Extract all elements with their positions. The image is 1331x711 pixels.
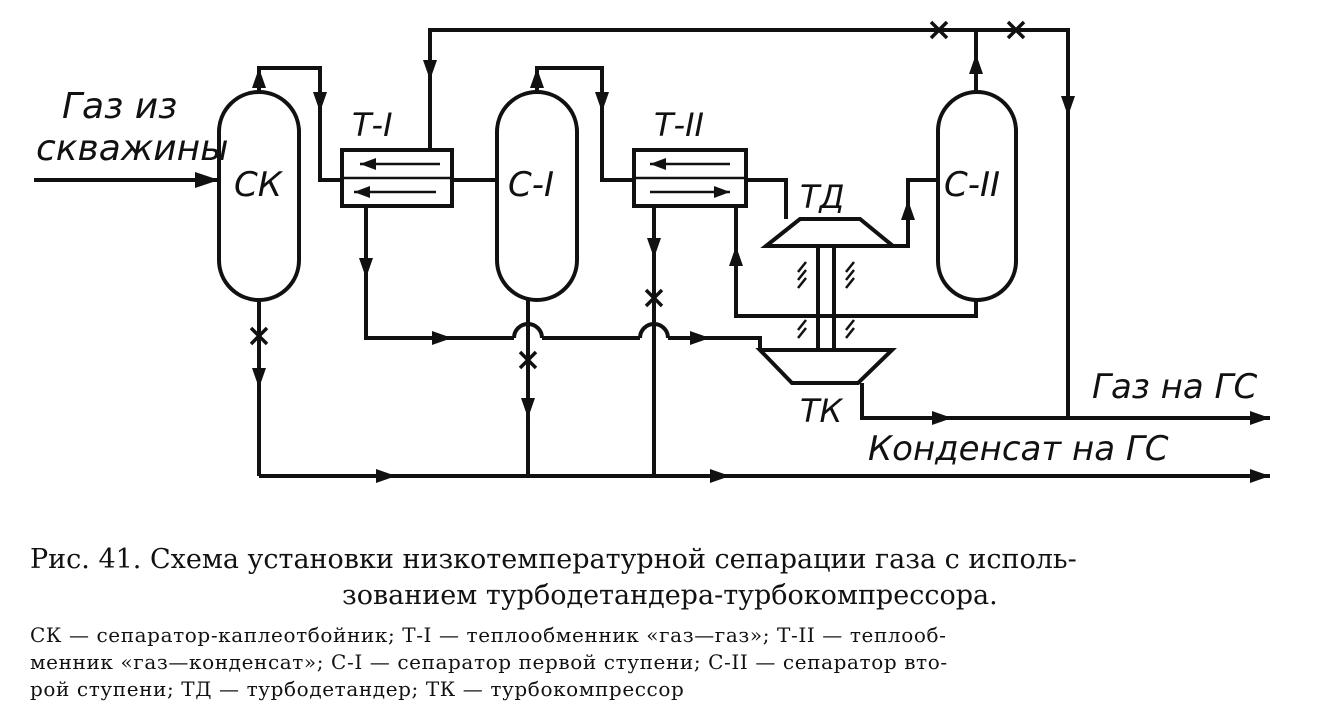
caption-legend-line2: менник «газ—конденсат»; С-I — сепаратор … — [30, 650, 948, 674]
gas-to-gs-line — [860, 383, 1270, 420]
t2-to-td-line — [746, 178, 788, 219]
td-to-c2-line — [893, 178, 938, 248]
figure-caption-title: Рис. 41. Схема установки низкотемператур… — [30, 542, 1300, 614]
label-tk: ТК — [800, 392, 844, 430]
label-gas-from-wells-1: Газ из — [62, 86, 177, 127]
label-gas-to-gs: Газ на ГС — [1092, 367, 1257, 407]
label-c2: С-II — [944, 165, 1000, 205]
t1-condensate-line — [364, 206, 514, 340]
flow-arrows — [195, 54, 1270, 483]
bearing-hatch-marks — [797, 261, 855, 339]
label-c1: С-I — [508, 165, 554, 205]
heat-exchanger-t1 — [340, 148, 454, 208]
label-t2: Т-II — [654, 106, 704, 144]
label-gas-from-wells-2: скважины — [36, 128, 229, 169]
gas-return-line — [428, 28, 1070, 418]
label-td: ТД — [800, 178, 845, 216]
heat-exchanger-t2 — [632, 148, 748, 208]
caption-legend-line3: рой ступени; ТД — турбодетандер; ТК — ту… — [30, 677, 685, 701]
figure-caption-legend: СК — сепаратор-каплеотбойник; Т-I — тепл… — [30, 622, 1300, 703]
turbocompressor-tk — [755, 348, 897, 385]
caption-title-line1: Рис. 41. Схема установки низкотемператур… — [30, 544, 1077, 575]
turboexpander-td — [760, 217, 899, 248]
caption-legend-line1: СК — сепаратор-каплеотбойник; Т-I — тепл… — [30, 623, 947, 647]
caption-title-line2: зованием турбодетандера-турбокомпрессора… — [342, 580, 998, 611]
label-condensate-to-gs: Конденсат на ГС — [868, 429, 1169, 469]
label-t1: Т-I — [352, 106, 393, 144]
valve-marks — [249, 20, 1026, 370]
label-ck: СК — [234, 165, 284, 205]
